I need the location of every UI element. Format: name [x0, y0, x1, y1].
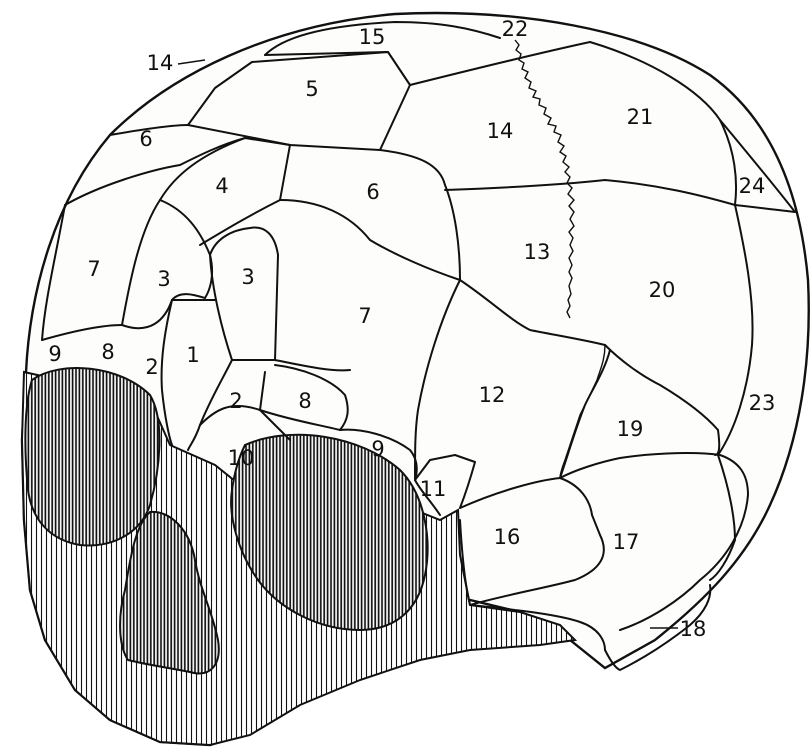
label-3-left: 3 — [157, 267, 170, 291]
left-orbit — [25, 368, 159, 545]
label-3-right: 3 — [241, 265, 254, 289]
label-10: 10 — [228, 446, 255, 470]
label-12: 12 — [479, 383, 506, 407]
label-9-left: 9 — [48, 342, 61, 366]
label-21: 21 — [627, 105, 654, 129]
label-7-middle: 7 — [358, 304, 371, 328]
label-20: 20 — [649, 278, 676, 302]
label-14-upper-left: 14 — [147, 51, 174, 75]
label-2-left: 2 — [145, 355, 158, 379]
label-14-leader — [178, 60, 205, 64]
label-22: 22 — [502, 17, 529, 41]
label-19: 19 — [617, 417, 644, 441]
label-16: 16 — [494, 525, 521, 549]
label-13: 13 — [524, 240, 551, 264]
label-23: 23 — [749, 391, 776, 415]
label-17: 17 — [613, 530, 640, 554]
label-8-right: 8 — [298, 389, 311, 413]
label-8-left: 8 — [101, 340, 114, 364]
label-7-left: 7 — [87, 257, 100, 281]
label-15: 15 — [359, 25, 386, 49]
label-11: 11 — [420, 477, 447, 501]
label-9-right: 9 — [371, 437, 384, 461]
label-1: 1 — [186, 343, 199, 367]
label-5: 5 — [305, 77, 318, 101]
label-18: 18 — [680, 617, 707, 641]
label-24: 24 — [739, 174, 766, 198]
label-4: 4 — [215, 174, 228, 198]
label-2-right: 2 — [229, 389, 242, 413]
label-6-upper-left: 6 — [139, 127, 152, 151]
label-14-right: 14 — [487, 119, 514, 143]
label-6-middle: 6 — [366, 180, 379, 204]
